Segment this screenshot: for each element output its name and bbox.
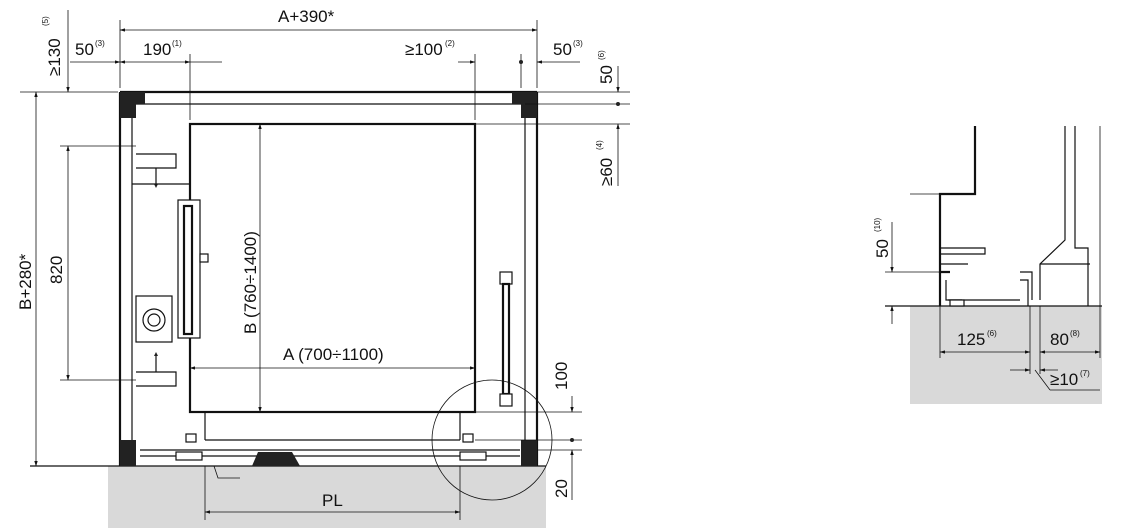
dim-inner-width: A (700÷1100) (283, 345, 384, 364)
dim-side-clear-ref: (4) (595, 140, 604, 150)
chamber-box (188, 122, 477, 414)
dim-left-gap: 50 (75, 40, 94, 59)
dim-detail-height: 50 (873, 239, 892, 258)
dim-side-clear: ≥60 (597, 158, 616, 186)
dimension-labels: A+390* 50 (3) 190 (1) ≥100 (2) 50 (3) ≥1… (16, 7, 616, 510)
dim-right-clear: ≥100 (405, 40, 443, 59)
dim-left-offset: 190 (143, 40, 171, 59)
dim-detail-80-ref: (8) (1070, 329, 1080, 338)
dim-left-gap-ref: (3) (95, 39, 105, 48)
dim-top-clear-ref: (5) (41, 16, 50, 26)
dim-right-clear-ref: (2) (445, 39, 455, 48)
dim-detail-gap-ref: (7) (1080, 369, 1090, 378)
dim-inner-height: B (760÷1400) (241, 231, 260, 334)
detail-floor (910, 306, 1102, 404)
dim-detail-80: 80 (1050, 330, 1069, 349)
detail-view: 50 (10) 125 (6) 80 (8) ≥10 (7) (873, 126, 1102, 404)
dim-detail-125: 125 (957, 330, 985, 349)
dim-right-gap-ref: (3) (573, 39, 583, 48)
dim-bottom-20: 20 (552, 479, 571, 498)
control-knob-icon (142, 308, 166, 332)
dim-right-gap: 50 (553, 40, 572, 59)
dim-top-margin-right: 50 (597, 65, 616, 84)
dim-top-clear: ≥130 (45, 38, 64, 76)
door-handle (499, 271, 513, 407)
dim-total-height: B+280* (16, 253, 35, 310)
dim-detail-height-ref: (10) (873, 217, 882, 232)
dim-total-width: A+390* (278, 7, 335, 26)
dim-top-margin-right-ref: (6) (597, 50, 606, 60)
inner-chamber (185, 122, 477, 443)
control-panel (135, 295, 173, 343)
dim-left-offset-ref: (1) (172, 39, 182, 48)
dim-detail-gap: ≥10 (1050, 370, 1078, 389)
oven-frame (118, 90, 539, 479)
main-view: A+390* 50 (3) 190 (1) ≥100 (2) 50 (3) ≥1… (16, 7, 630, 528)
dim-door-height: 820 (47, 256, 66, 284)
dimension-lines (20, 10, 630, 520)
detail-dimension-labels: 50 (10) 125 (6) 80 (8) ≥10 (7) (873, 217, 1090, 389)
dim-detail-125-ref: (6) (987, 329, 997, 338)
dim-pl: PL (322, 491, 343, 510)
dim-bottom-100: 100 (552, 362, 571, 390)
left-hinge (132, 153, 209, 387)
